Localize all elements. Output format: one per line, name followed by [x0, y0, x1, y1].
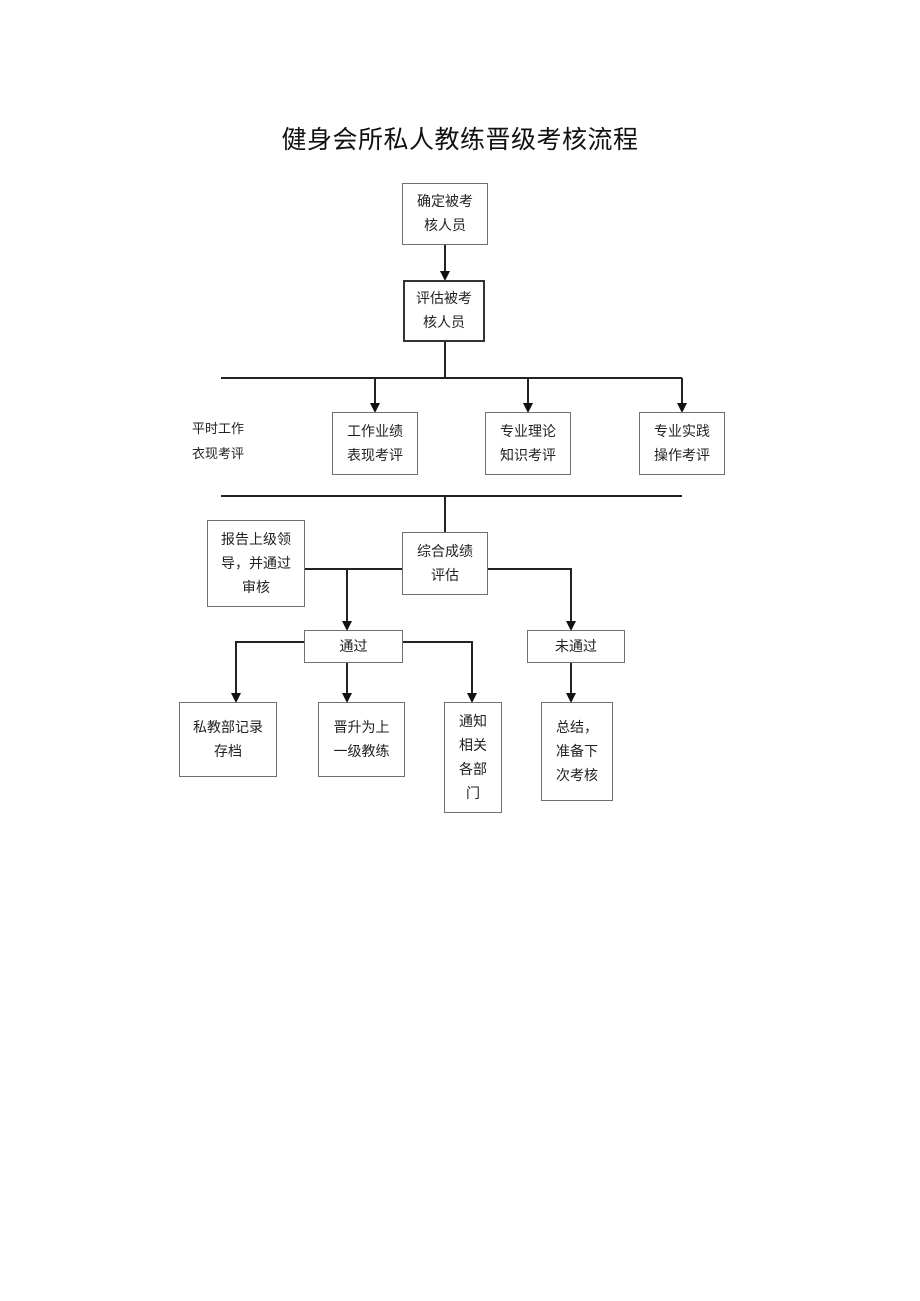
arrow-to-notify — [402, 641, 477, 703]
node-promote-coach: 晋升为上 一级教练 — [318, 702, 405, 777]
node-archive-record: 私教部记录 存档 — [179, 702, 277, 777]
node-practical-skill-eval: 专业实践 操作考评 — [639, 412, 725, 475]
node-theory-knowledge-eval: 专业理论 知识考评 — [485, 412, 571, 475]
node-notify-departments: 通知 相关 各部 门 — [444, 702, 502, 813]
node-report-to-leadership: 报告上级领 导，并通过 审核 — [207, 520, 305, 607]
node-composite-score: 综合成绩 评估 — [402, 532, 488, 595]
arrow-to-fail — [487, 568, 576, 631]
arrow-to-archive — [231, 641, 305, 703]
node-fail: 未通过 — [527, 630, 625, 663]
node-confirm-candidate: 确定被考 核人员 — [402, 183, 488, 245]
page-title: 健身会所私人教练晋级考核流程 — [281, 125, 639, 154]
node-work-performance-eval: 工作业绩 表现考评 — [332, 412, 418, 475]
node-pass: 通过 — [304, 630, 403, 663]
node-summary-next-round: 总结， 准备下 次考核 — [541, 702, 613, 801]
node-assess-candidate: 评估被考 核人员 — [403, 280, 485, 342]
daily-performance-note: 平时工作 衣现考评 — [192, 422, 245, 462]
